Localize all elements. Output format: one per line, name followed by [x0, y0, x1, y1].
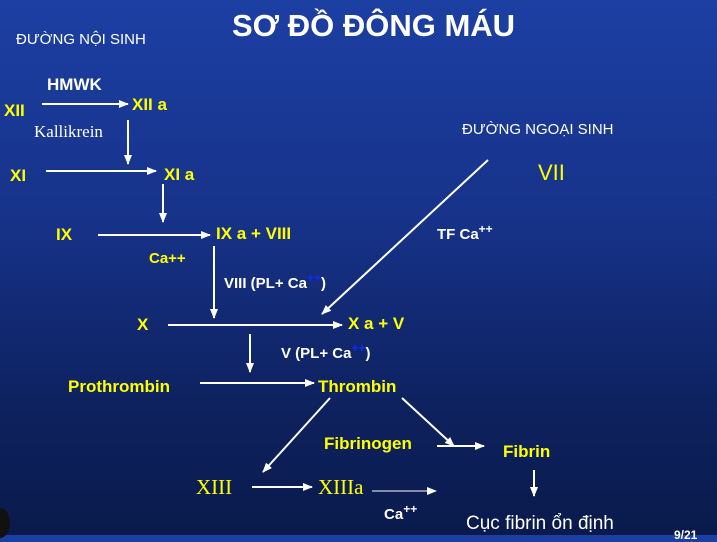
- factor-xiii: XIII: [196, 475, 233, 499]
- factor-vii: VII: [538, 160, 565, 185]
- factor-xii: XII: [4, 101, 25, 120]
- thrombin-label: Thrombin: [318, 377, 397, 396]
- fibrinogen-label: Fibrinogen: [324, 434, 412, 453]
- factor-xiiia: XIIIa: [318, 475, 364, 499]
- stable-fibrin-clot-label: Cục fibrin ổn định: [466, 513, 614, 534]
- tf-ca-label: TF Ca++: [437, 222, 493, 243]
- arrow-thrombin-to-xiii: [262, 397, 331, 473]
- kallikrein-label: Kallikrein: [34, 122, 103, 141]
- ca-ion-label-2: Ca++: [384, 502, 418, 523]
- extrinsic-pathway-label: ĐƯỜNG NGOẠI SINH: [462, 121, 614, 138]
- factor-ix: IX: [56, 225, 73, 244]
- ca-ion-label: Ca++: [149, 250, 186, 267]
- arrow-thrombin-to-fibrin: [401, 397, 455, 447]
- factor-xiia: XII a: [132, 95, 167, 114]
- factor-xia: XI a: [164, 165, 195, 184]
- page-title: SƠ ĐỒ ĐÔNG MÁU: [232, 8, 516, 43]
- v-pl-ca-label: V (PL+ Ca++): [281, 341, 371, 362]
- factor-xa-v: X a + V: [348, 314, 405, 333]
- arrow-vii-to-xa: [321, 159, 489, 315]
- hmwk-label: HMWK: [47, 75, 102, 94]
- factor-ixa-viii: IX a + VIII: [216, 224, 292, 243]
- factor-x: X: [137, 315, 149, 334]
- corner-dot: [0, 508, 10, 538]
- prothrombin-label: Prothrombin: [68, 377, 170, 396]
- fibrin-label: Fibrin: [503, 442, 551, 461]
- factor-xi: XI: [10, 166, 27, 185]
- viii-pl-ca-label: VIII (PL+ Ca++): [224, 271, 326, 292]
- intrinsic-pathway-label: ĐƯỜNG NỘI SINH: [16, 31, 146, 48]
